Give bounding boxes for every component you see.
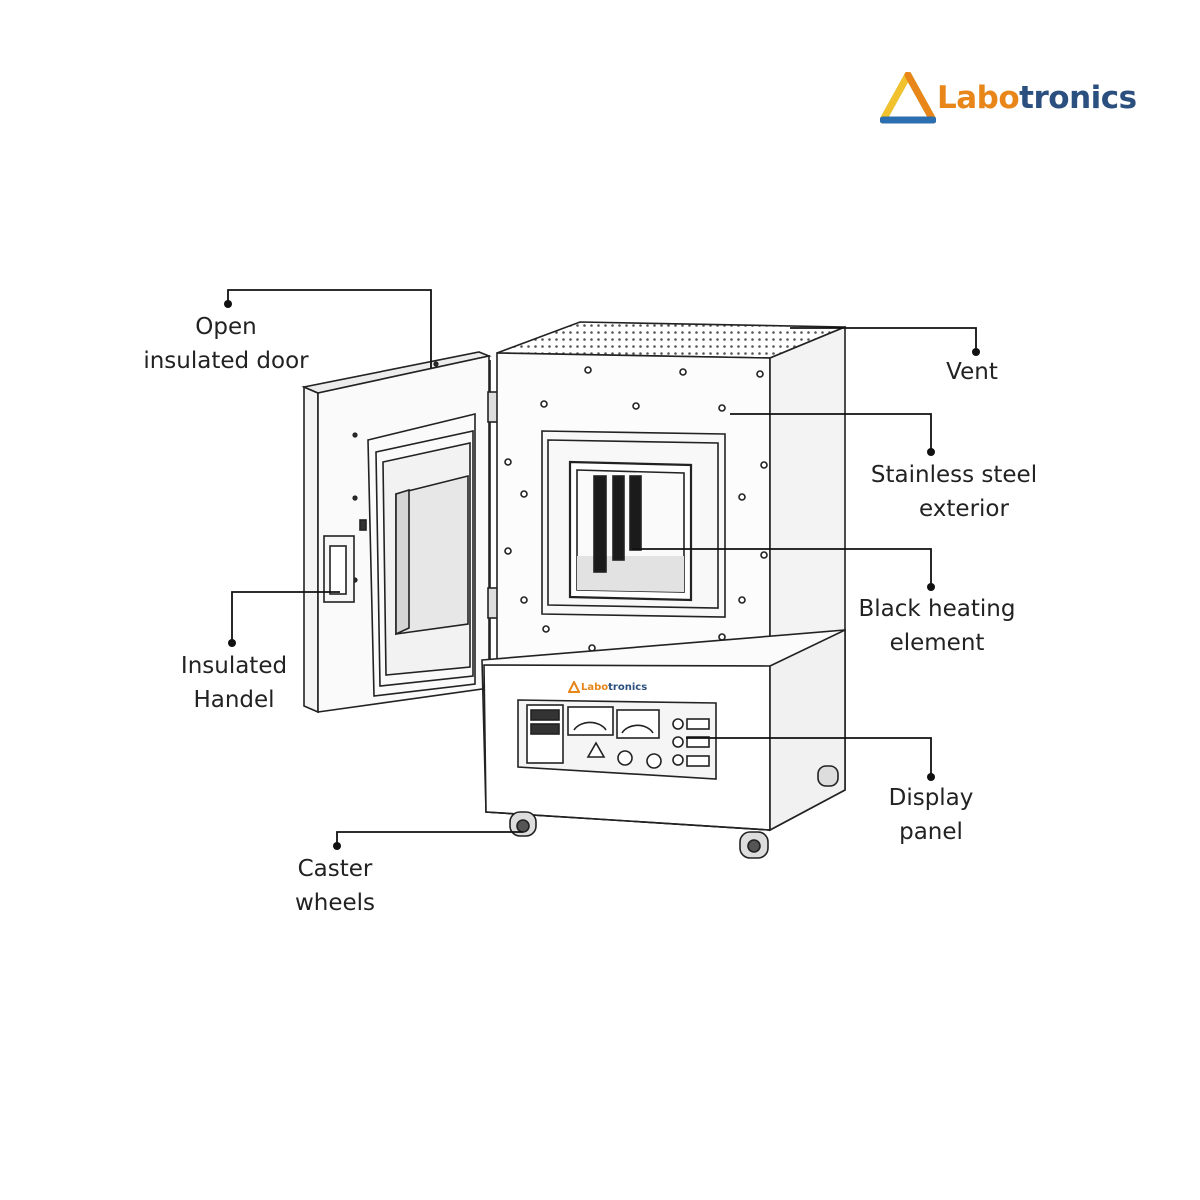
open-door xyxy=(301,351,492,714)
callout-line-handle xyxy=(231,591,340,643)
label-panel-line1: Display xyxy=(888,785,974,811)
label-wheels: Caster wheels xyxy=(272,852,398,920)
label-panel-line2: panel xyxy=(899,819,963,845)
label-handle-line1: Insulated xyxy=(180,653,288,679)
callout-line-wheels xyxy=(336,831,523,846)
label-wheels-line2: wheels xyxy=(294,890,376,916)
caster-wheels xyxy=(509,765,839,859)
brand-name-part1: Labo xyxy=(937,80,1020,116)
label-door: Open insulated door xyxy=(120,310,332,378)
label-handle-line2: Handel xyxy=(193,687,275,713)
display-panel xyxy=(517,699,717,780)
callout-line-exterior xyxy=(730,413,932,452)
callout-dots xyxy=(224,300,980,850)
callout-line-panel xyxy=(686,737,932,777)
brand-logo-icon xyxy=(880,72,936,124)
label-exterior-line1: Stainless steel xyxy=(870,462,1038,488)
label-exterior: Stainless steel exterior xyxy=(854,458,1054,526)
callout-line-door xyxy=(227,289,432,368)
label-heating: Black heating element xyxy=(840,592,1034,660)
brand-name-part2: tronics xyxy=(1019,80,1137,116)
callout-line-heating xyxy=(632,548,932,587)
heating-elements xyxy=(593,475,642,573)
door-handle xyxy=(323,535,355,603)
panel-logo-text: Labotronics xyxy=(581,682,647,693)
callout-line-vent xyxy=(790,327,977,352)
label-handle: Insulated Handel xyxy=(160,649,308,717)
label-vent: Vent xyxy=(920,355,1024,389)
panel-name-part1: Labo xyxy=(581,682,609,693)
furnace-chamber xyxy=(496,321,846,668)
callout-lines xyxy=(227,289,977,846)
label-vent-line1: Vent xyxy=(946,359,998,385)
panel-name-part2: tronics xyxy=(608,682,648,693)
label-heating-line2: element xyxy=(889,630,985,656)
label-wheels-line1: Caster xyxy=(297,856,373,882)
panel-logo-icon xyxy=(568,681,580,693)
label-door-line1: Open xyxy=(195,314,257,340)
label-panel: Display panel xyxy=(870,781,992,849)
label-door-line2: insulated door xyxy=(143,348,309,374)
label-exterior-line2: exterior xyxy=(919,496,1009,522)
brand-logo-text: Labotronics xyxy=(937,80,1137,116)
label-heating-line1: Black heating xyxy=(858,596,1016,622)
